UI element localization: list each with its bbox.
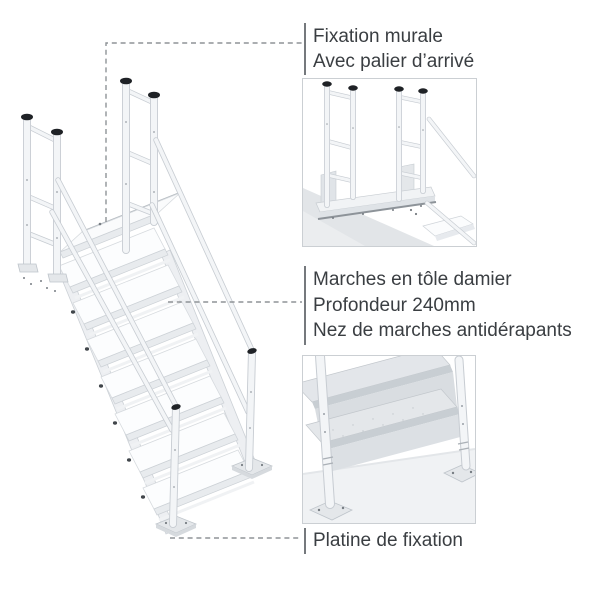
- inset-left-frame: [322, 81, 358, 208]
- annotation-line: Nez de marches antidérapants: [313, 320, 572, 341]
- leader-lines: [105, 42, 302, 539]
- tread: [128, 412, 241, 485]
- post-cap: [51, 128, 63, 136]
- post-with-base-plate: [309, 356, 353, 521]
- post-cap: [148, 91, 160, 99]
- leader-wall-mount: [105, 42, 302, 222]
- floor: [303, 449, 475, 523]
- inset-bottom-detail: [302, 355, 476, 524]
- inset-bottom-illustration: [303, 356, 475, 523]
- annotation-line: Marches en tôle damier: [313, 269, 512, 290]
- right-handrail: [149, 137, 274, 479]
- inset-right-frame: [394, 86, 428, 202]
- post-cap: [120, 77, 132, 85]
- inset-top-illustration: [303, 81, 476, 246]
- landing-slab: [315, 186, 437, 220]
- annotation-line: Avec palier d’arrivé: [313, 51, 475, 72]
- annotation-treads: Marches en tôle damier Profondeur 240mm …: [304, 266, 572, 345]
- left-guardrail-frame: [17, 113, 69, 292]
- post-cap: [247, 348, 257, 354]
- post-cap: [21, 113, 33, 121]
- annotation-base-plate: Platine de fixation: [304, 528, 463, 554]
- annotation-line: Platine de fixation: [313, 530, 463, 551]
- left-handrail: [49, 177, 198, 537]
- right-guardrail-frame: [120, 77, 160, 254]
- post-with-base-plate: [443, 356, 475, 483]
- annotation-line: Fixation murale: [313, 26, 443, 47]
- annotation-wall-mount: Fixation murale Avec palier d’arrivé: [304, 23, 474, 75]
- post-cap: [171, 404, 181, 410]
- inset-top-detail: [302, 78, 477, 247]
- annotation-line: Profondeur 240mm: [313, 294, 476, 316]
- tread-closeup: [303, 356, 464, 472]
